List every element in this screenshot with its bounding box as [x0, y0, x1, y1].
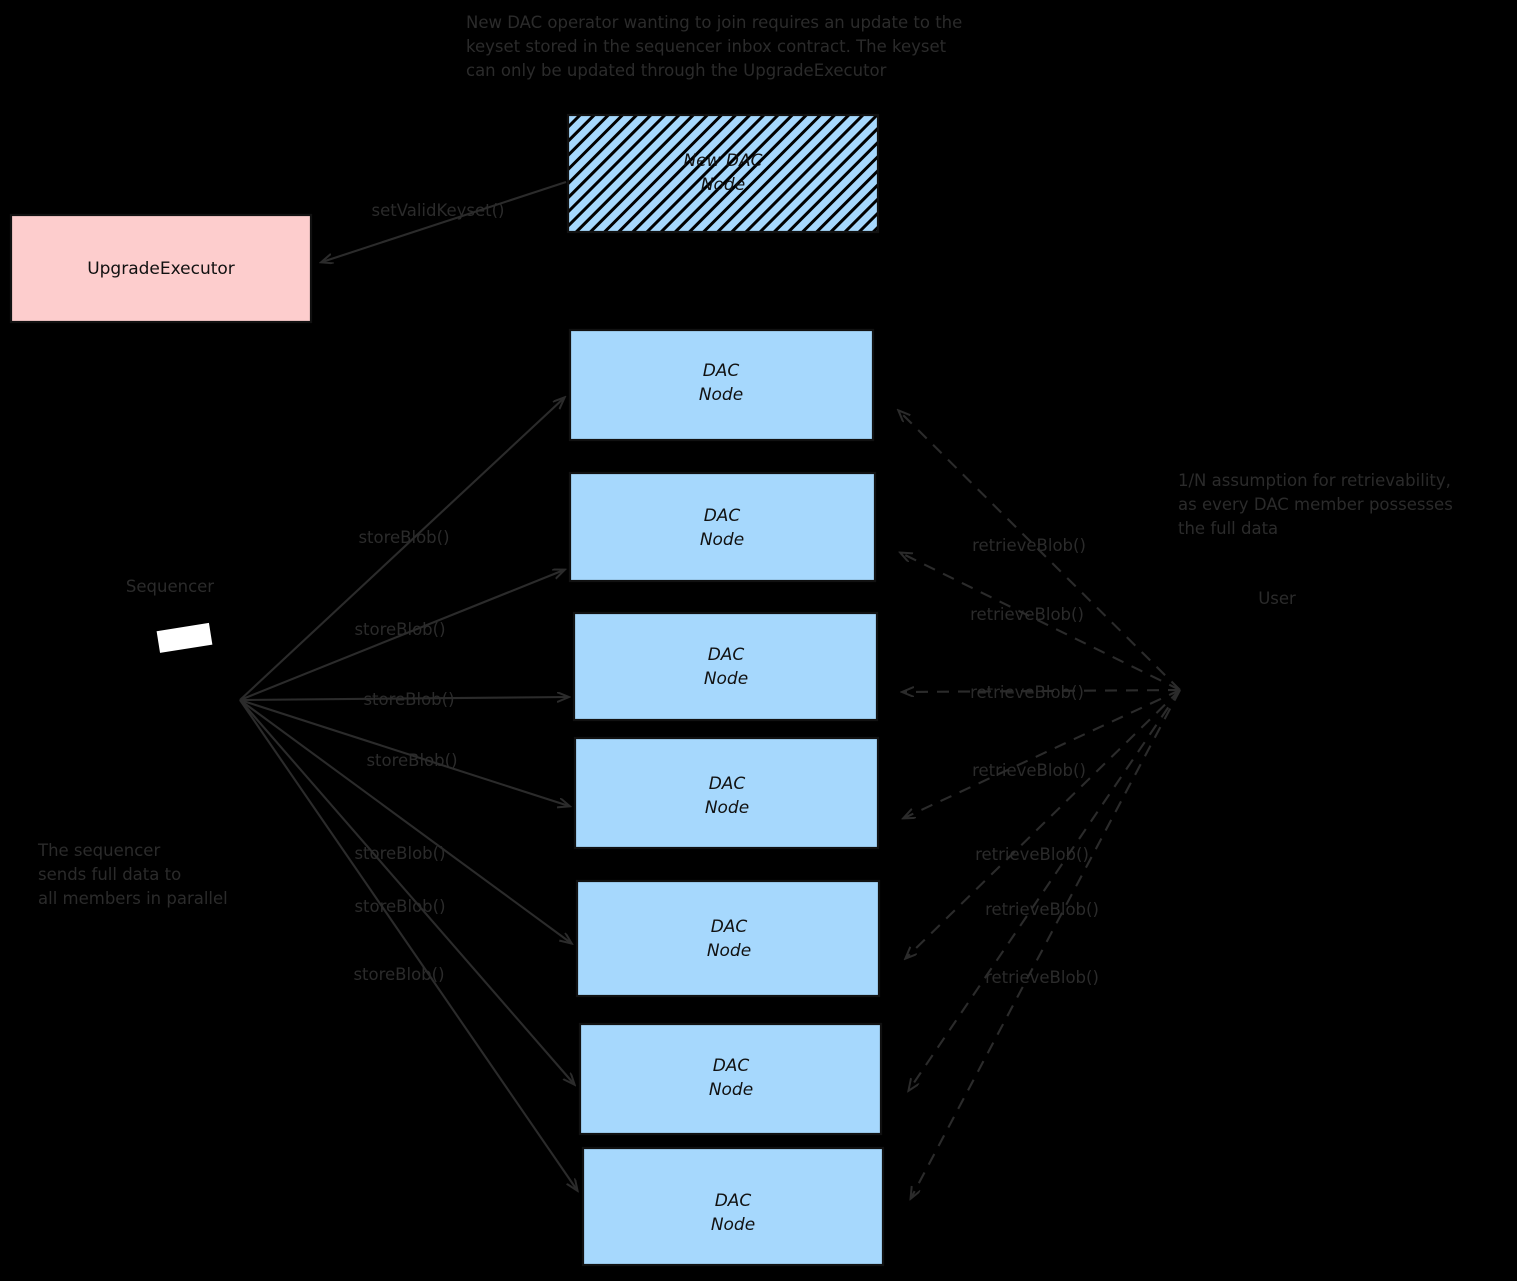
dac-node-6-rect: [581, 1146, 885, 1267]
note-top: New DAC operator wanting to join require…: [466, 13, 962, 80]
retrieve-blob-0-label: retrieveBlob(): [972, 536, 1086, 555]
store-blob-6-arrow: [239, 699, 577, 1190]
dac-node-3[interactable]: DAC Node: [573, 736, 880, 850]
new-dac-node-label-line-1: New DAC: [683, 151, 762, 171]
dac-node-0-rect: [568, 328, 875, 442]
upgrade-executor-box[interactable]: UpgradeExecutor: [9, 213, 313, 324]
edge-retrieve-blob-3: retrieveBlob(): [904, 689, 1181, 818]
edge-retrieve-blob-4: retrieveBlob(): [906, 689, 1181, 958]
edge-store-blob-0: storeBlob(): [239, 398, 564, 701]
dac-node-3-label-line-1: DAC: [709, 774, 746, 794]
note-bottom-left-line-1: The sequencer: [37, 841, 160, 860]
store-blob-2-label: storeBlob(): [363, 690, 454, 709]
edge-retrieve-blob-5: retrieveBlob(): [909, 689, 1181, 1090]
note-bottom-left-line-3: all members in parallel: [38, 889, 228, 908]
user-actor[interactable]: User: [1258, 589, 1296, 608]
dac-node-2[interactable]: DAC Node: [572, 611, 879, 722]
set-valid-keyset-arrow: [322, 181, 567, 262]
dac-node-0[interactable]: DAC Node: [568, 328, 875, 442]
dac-node-1-label-line-2: Node: [700, 530, 744, 550]
store-blob-0-label: storeBlob(): [358, 528, 449, 547]
store-blob-3-arrow: [239, 699, 569, 806]
edge-store-blob-1: storeBlob(): [239, 570, 564, 701]
dac-node-3-rect: [573, 736, 880, 850]
new-dac-node-box[interactable]: New DAC Node: [566, 113, 880, 234]
store-blob-4-arrow: [239, 699, 571, 943]
dac-node-0-label-line-2: Node: [699, 385, 743, 405]
note-top-line-2: keyset stored in the sequencer inbox con…: [466, 37, 947, 56]
upgrade-executor-rect: [9, 213, 313, 324]
edge-store-blob-2: storeBlob(): [239, 690, 568, 709]
store-blob-1-label: storeBlob(): [354, 620, 445, 639]
dac-node-4-label-line-1: DAC: [711, 917, 748, 937]
note-top-line-3: can only be updated through the UpgradeE…: [466, 61, 887, 80]
retrieve-blob-4-label: retrieveBlob(): [975, 845, 1089, 864]
retrieve-blob-2-label: retrieveBlob(): [970, 683, 1084, 702]
retrieve-blob-1-arrow: [901, 553, 1181, 691]
dac-node-6[interactable]: DAC Node: [581, 1146, 885, 1267]
sequencer-actor[interactable]: Sequencer: [126, 577, 214, 653]
dac-node-4-label-line-2: Node: [707, 941, 751, 961]
dac-node-6-label-line-1: DAC: [715, 1191, 752, 1211]
edge-retrieve-blob-2: retrieveBlob(): [903, 683, 1181, 702]
dac-node-2-rect: [572, 611, 879, 722]
note-top-line-1: New DAC operator wanting to join require…: [466, 13, 962, 32]
new-dac-node-rect: [566, 113, 880, 234]
note-right: 1/N assumption for retrievability, as ev…: [1178, 471, 1453, 538]
user-label: User: [1258, 589, 1296, 608]
dac-node-5[interactable]: DAC Node: [578, 1022, 883, 1136]
retrieve-blob-5-label: retrieveBlob(): [985, 900, 1099, 919]
edge-retrieve-blob-1: retrieveBlob(): [901, 553, 1181, 691]
dac-node-1[interactable]: DAC Node: [568, 471, 877, 583]
edge-retrieve-blob-0: retrieveBlob(): [899, 411, 1181, 691]
retrieve-blob-3-label: retrieveBlob(): [972, 761, 1086, 780]
dac-node-6-label-line-2: Node: [711, 1215, 755, 1235]
retrieve-blob-6-label: retrieveBlob(): [985, 968, 1099, 987]
note-right-line-3: the full data: [1178, 519, 1278, 538]
retrieve-blob-2-arrow: [903, 690, 1181, 692]
retrieve-blob-3-arrow: [904, 689, 1181, 818]
edge-store-blob-3: storeBlob(): [239, 699, 569, 806]
dac-node-2-label-line-1: DAC: [708, 645, 745, 665]
store-blob-6-label: storeBlob(): [353, 965, 444, 984]
store-blob-2-arrow: [239, 697, 568, 700]
dac-node-2-label-line-2: Node: [704, 669, 748, 689]
sequencer-label: Sequencer: [126, 577, 214, 596]
retrieve-blob-6-arrow: [911, 689, 1181, 1198]
dac-node-0-label-line-1: DAC: [703, 361, 740, 381]
note-bottom-left: The sequencer sends full data to all mem…: [37, 841, 228, 908]
dac-node-5-label-line-2: Node: [709, 1080, 753, 1100]
dac-node-1-rect: [568, 471, 877, 583]
store-blob-5-label: storeBlob(): [354, 897, 445, 916]
store-blob-5-arrow: [239, 699, 574, 1084]
dac-node-1-label-line-1: DAC: [704, 506, 741, 526]
new-dac-node-label-line-2: Node: [701, 175, 745, 195]
edge-store-blob-5: storeBlob(): [239, 699, 574, 1084]
dac-node-4-rect: [575, 879, 881, 998]
retrieve-blob-0-arrow: [899, 411, 1181, 691]
note-right-line-1: 1/N assumption for retrievability,: [1178, 471, 1451, 490]
edge-retrieve-blob-6: retrieveBlob(): [911, 689, 1181, 1198]
note-bottom-left-line-2: sends full data to: [38, 865, 181, 884]
store-blob-3-label: storeBlob(): [366, 751, 457, 770]
note-right-line-2: as every DAC member possesses: [1178, 495, 1453, 514]
edge-store-blob-6: storeBlob(): [239, 699, 577, 1190]
store-blob-1-arrow: [239, 570, 564, 701]
dac-node-4[interactable]: DAC Node: [575, 879, 881, 998]
dac-node-5-label-line-1: DAC: [713, 1056, 750, 1076]
retrieve-blob-5-arrow: [909, 689, 1181, 1090]
dac-node-3-label-line-2: Node: [705, 798, 749, 818]
edge-set-valid-keyset: setValidKeyset(): [322, 181, 567, 262]
sequencer-icon: [156, 622, 213, 653]
upgrade-executor-label: UpgradeExecutor: [87, 259, 235, 279]
store-blob-0-arrow: [239, 398, 564, 701]
dac-node-5-rect: [578, 1022, 883, 1136]
set-valid-keyset-label: setValidKeyset(): [372, 201, 505, 220]
retrieve-blob-1-label: retrieveBlob(): [970, 605, 1084, 624]
retrieve-blob-4-arrow: [906, 689, 1181, 958]
